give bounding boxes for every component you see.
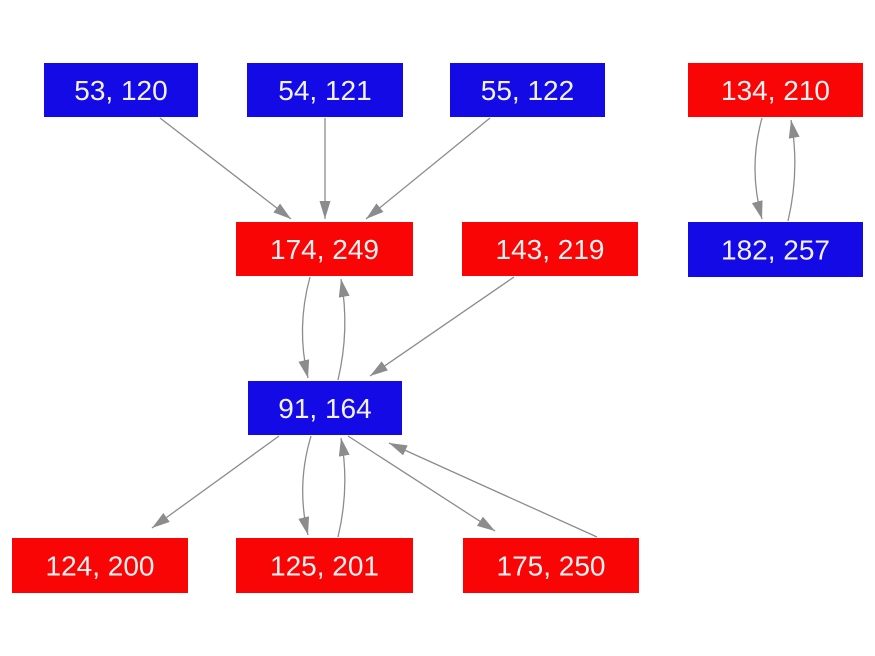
graph-edge — [298, 276, 311, 379]
graph-edge — [369, 276, 515, 377]
graph-edge — [337, 437, 350, 538]
graph-edge — [388, 442, 598, 538]
node-label: 54, 121 — [278, 75, 371, 106]
node-label: 134, 210 — [721, 75, 830, 106]
node-box — [236, 538, 413, 593]
graph-node: 174, 249 — [236, 222, 413, 276]
node-label: 124, 200 — [46, 551, 155, 582]
graph-node: 55, 122 — [450, 63, 605, 117]
node-label: 182, 257 — [721, 235, 830, 266]
node-box — [44, 63, 198, 117]
graph-edge — [159, 117, 292, 220]
graph-edge — [298, 435, 312, 536]
graph-node: 124, 200 — [12, 538, 188, 593]
node-box — [247, 63, 403, 117]
graph-node: 182, 257 — [688, 222, 863, 277]
node-box — [688, 222, 863, 277]
node-label: 53, 120 — [74, 75, 167, 106]
graph-edge — [337, 278, 350, 381]
node-label: 125, 201 — [270, 551, 379, 582]
graph-node: 175, 250 — [463, 538, 639, 593]
graph-node: 54, 121 — [247, 63, 403, 117]
graph-node: 143, 219 — [462, 222, 638, 276]
node-box — [688, 63, 863, 117]
node-box — [450, 63, 605, 117]
node-label: 91, 164 — [278, 393, 371, 424]
graph-node: 53, 120 — [44, 63, 198, 117]
graph-node: 125, 201 — [236, 538, 413, 593]
graph-node: 91, 164 — [248, 381, 402, 435]
graph-node: 134, 210 — [688, 63, 863, 117]
graph-edge — [365, 117, 491, 220]
graph-edge — [151, 435, 280, 529]
graph-edge — [787, 119, 800, 222]
graph-edge — [347, 435, 496, 532]
node-label: 55, 122 — [481, 75, 574, 106]
node-label: 143, 219 — [496, 234, 605, 265]
node-label: 174, 249 — [270, 234, 379, 265]
node-box — [236, 222, 413, 276]
node-box — [12, 538, 188, 593]
node-box — [462, 222, 638, 276]
node-box — [463, 538, 639, 593]
graph-edge — [751, 117, 763, 220]
node-label: 175, 250 — [497, 551, 606, 582]
node-box — [248, 381, 402, 435]
